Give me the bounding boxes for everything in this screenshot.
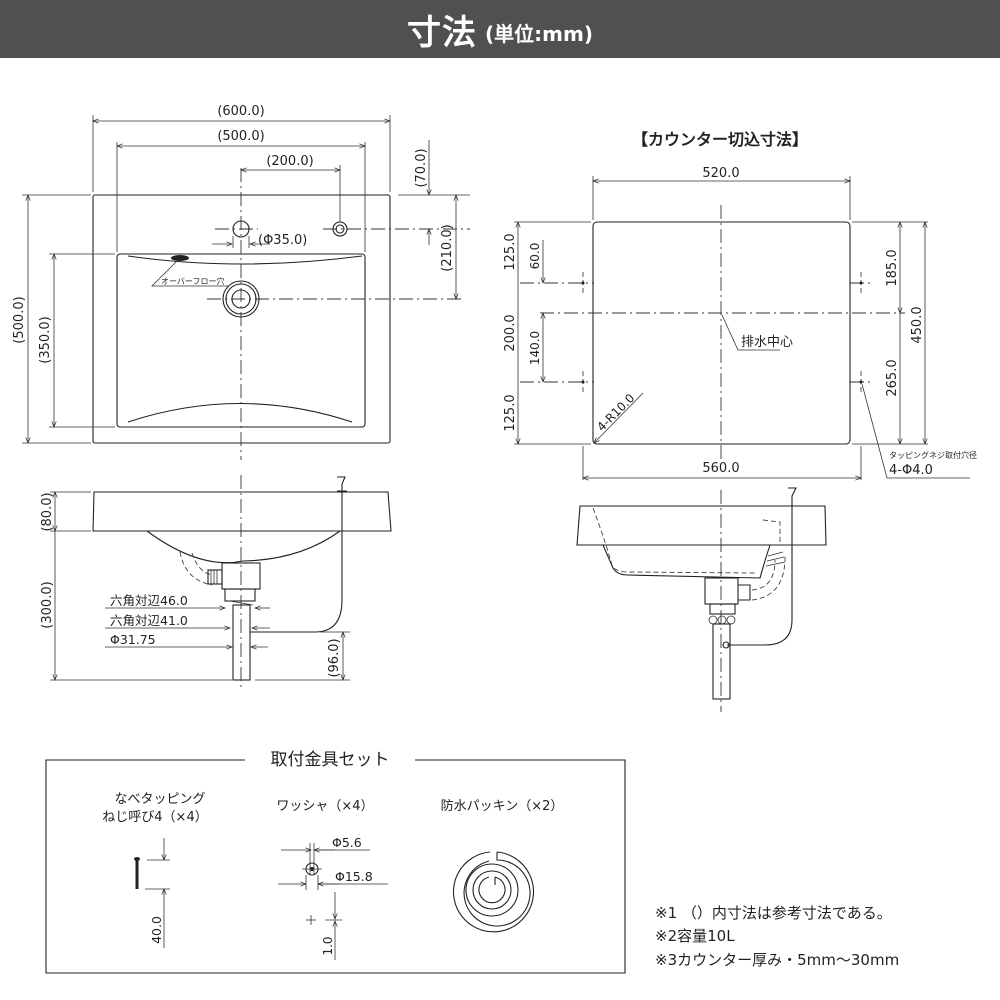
note-2: ※2容量10L	[655, 927, 735, 945]
dim-phi35: (Φ35.0)	[258, 233, 307, 248]
washer-outer-dia: Φ15.8	[335, 869, 373, 884]
side-hole	[332, 221, 348, 237]
dim-70: (70.0)	[414, 148, 429, 187]
washer-thickness: 1.0	[321, 936, 335, 955]
dim-600: (600.0)	[217, 104, 264, 119]
packing-spiral-icon	[453, 851, 534, 933]
note-1: ※1 （）内寸法は参考寸法である。	[655, 904, 892, 922]
dim-500-depth: (500.0)	[12, 296, 27, 343]
dim-125-top: 125.0	[503, 233, 518, 270]
drain-hole	[222, 280, 260, 318]
dim-520: 520.0	[702, 166, 739, 181]
note-3: ※3カウンター厚み・5mm〜30mm	[655, 951, 899, 969]
screw-hole-label: タッピングネジ取付穴径	[889, 450, 977, 460]
top-view: (600.0) (500.0) (200.0) (Φ35.0) オーバーフロー穴…	[12, 104, 470, 460]
faucet-hole	[232, 220, 250, 238]
header-unit: (単位:mm)	[485, 21, 593, 46]
screw-icon	[134, 857, 140, 889]
screw-name-line1: なべタッピング	[114, 792, 205, 807]
overflow-label: オーバーフロー穴	[161, 276, 224, 286]
dim-500-width: (500.0)	[217, 129, 264, 144]
drain-pipe	[232, 604, 251, 681]
dim-60: 60.0	[528, 243, 542, 270]
dim-185: 185.0	[885, 249, 900, 286]
washer-name: ワッシャ（×4）	[276, 799, 373, 814]
sink-rim	[92, 491, 392, 532]
bowl-front-curve	[127, 402, 353, 423]
hardware-set-box: 取付金具セット なべタッピング ねじ呼び4（×4） 40.0 ワッシャ（×4） …	[45, 750, 626, 974]
hardware-set-title: 取付金具セット	[271, 750, 390, 770]
pipe-dia-label: Φ31.75	[110, 632, 156, 647]
cutout-view: 【カウンター切込寸法】 520.0 560.0	[503, 130, 977, 480]
screw-length: 40.0	[149, 916, 164, 944]
screw-hole-marks	[520, 272, 872, 392]
dim-80: (80.0)	[40, 492, 55, 531]
page-header: 寸法 (単位:mm)	[0, 0, 1000, 58]
dim-125-bottom: 125.0	[503, 394, 518, 431]
sink-outline	[92, 194, 391, 444]
packing-name: 防水パッキン（×2）	[441, 798, 564, 814]
cutout-outline	[592, 221, 851, 445]
overflow-hole	[171, 255, 189, 261]
dim-140: 140.0	[528, 331, 542, 365]
side-view-profile	[576, 487, 827, 712]
hex-46-label: 六角対辺46.0	[110, 593, 188, 608]
dim-560: 560.0	[702, 461, 739, 476]
drain-center-label: 排水中心	[741, 335, 793, 350]
dim-265: 265.0	[885, 359, 900, 396]
dim-210: (210.0)	[440, 224, 455, 271]
washer-icon	[302, 862, 322, 876]
cutout-title: 【カウンター切込寸法】	[632, 130, 808, 149]
dim-200: (200.0)	[266, 154, 313, 169]
corner-radius-label: 4-R10.0	[594, 391, 637, 434]
dim-96: (96.0)	[327, 638, 342, 677]
header-title: 寸法	[407, 12, 478, 53]
side-view-front: 六角対辺46.0 六角対辺41.0 Φ31.75 (80.0) (300.0) …	[40, 475, 392, 690]
washer-inner-dia: Φ5.6	[332, 835, 362, 850]
notes: ※1 （）内寸法は参考寸法である。 ※2容量10L ※3カウンター厚み・5mm〜…	[655, 904, 899, 969]
hex-41-label: 六角対辺41.0	[110, 613, 188, 628]
dim-200-cut: 200.0	[503, 314, 518, 351]
dim-450: 450.0	[910, 306, 925, 343]
dim-350: (350.0)	[38, 316, 53, 363]
screw-name-line2: ねじ呼び4（×4）	[102, 810, 207, 825]
screw-hole-dim: 4-Φ4.0	[889, 463, 933, 478]
dim-300: (300.0)	[40, 581, 55, 628]
